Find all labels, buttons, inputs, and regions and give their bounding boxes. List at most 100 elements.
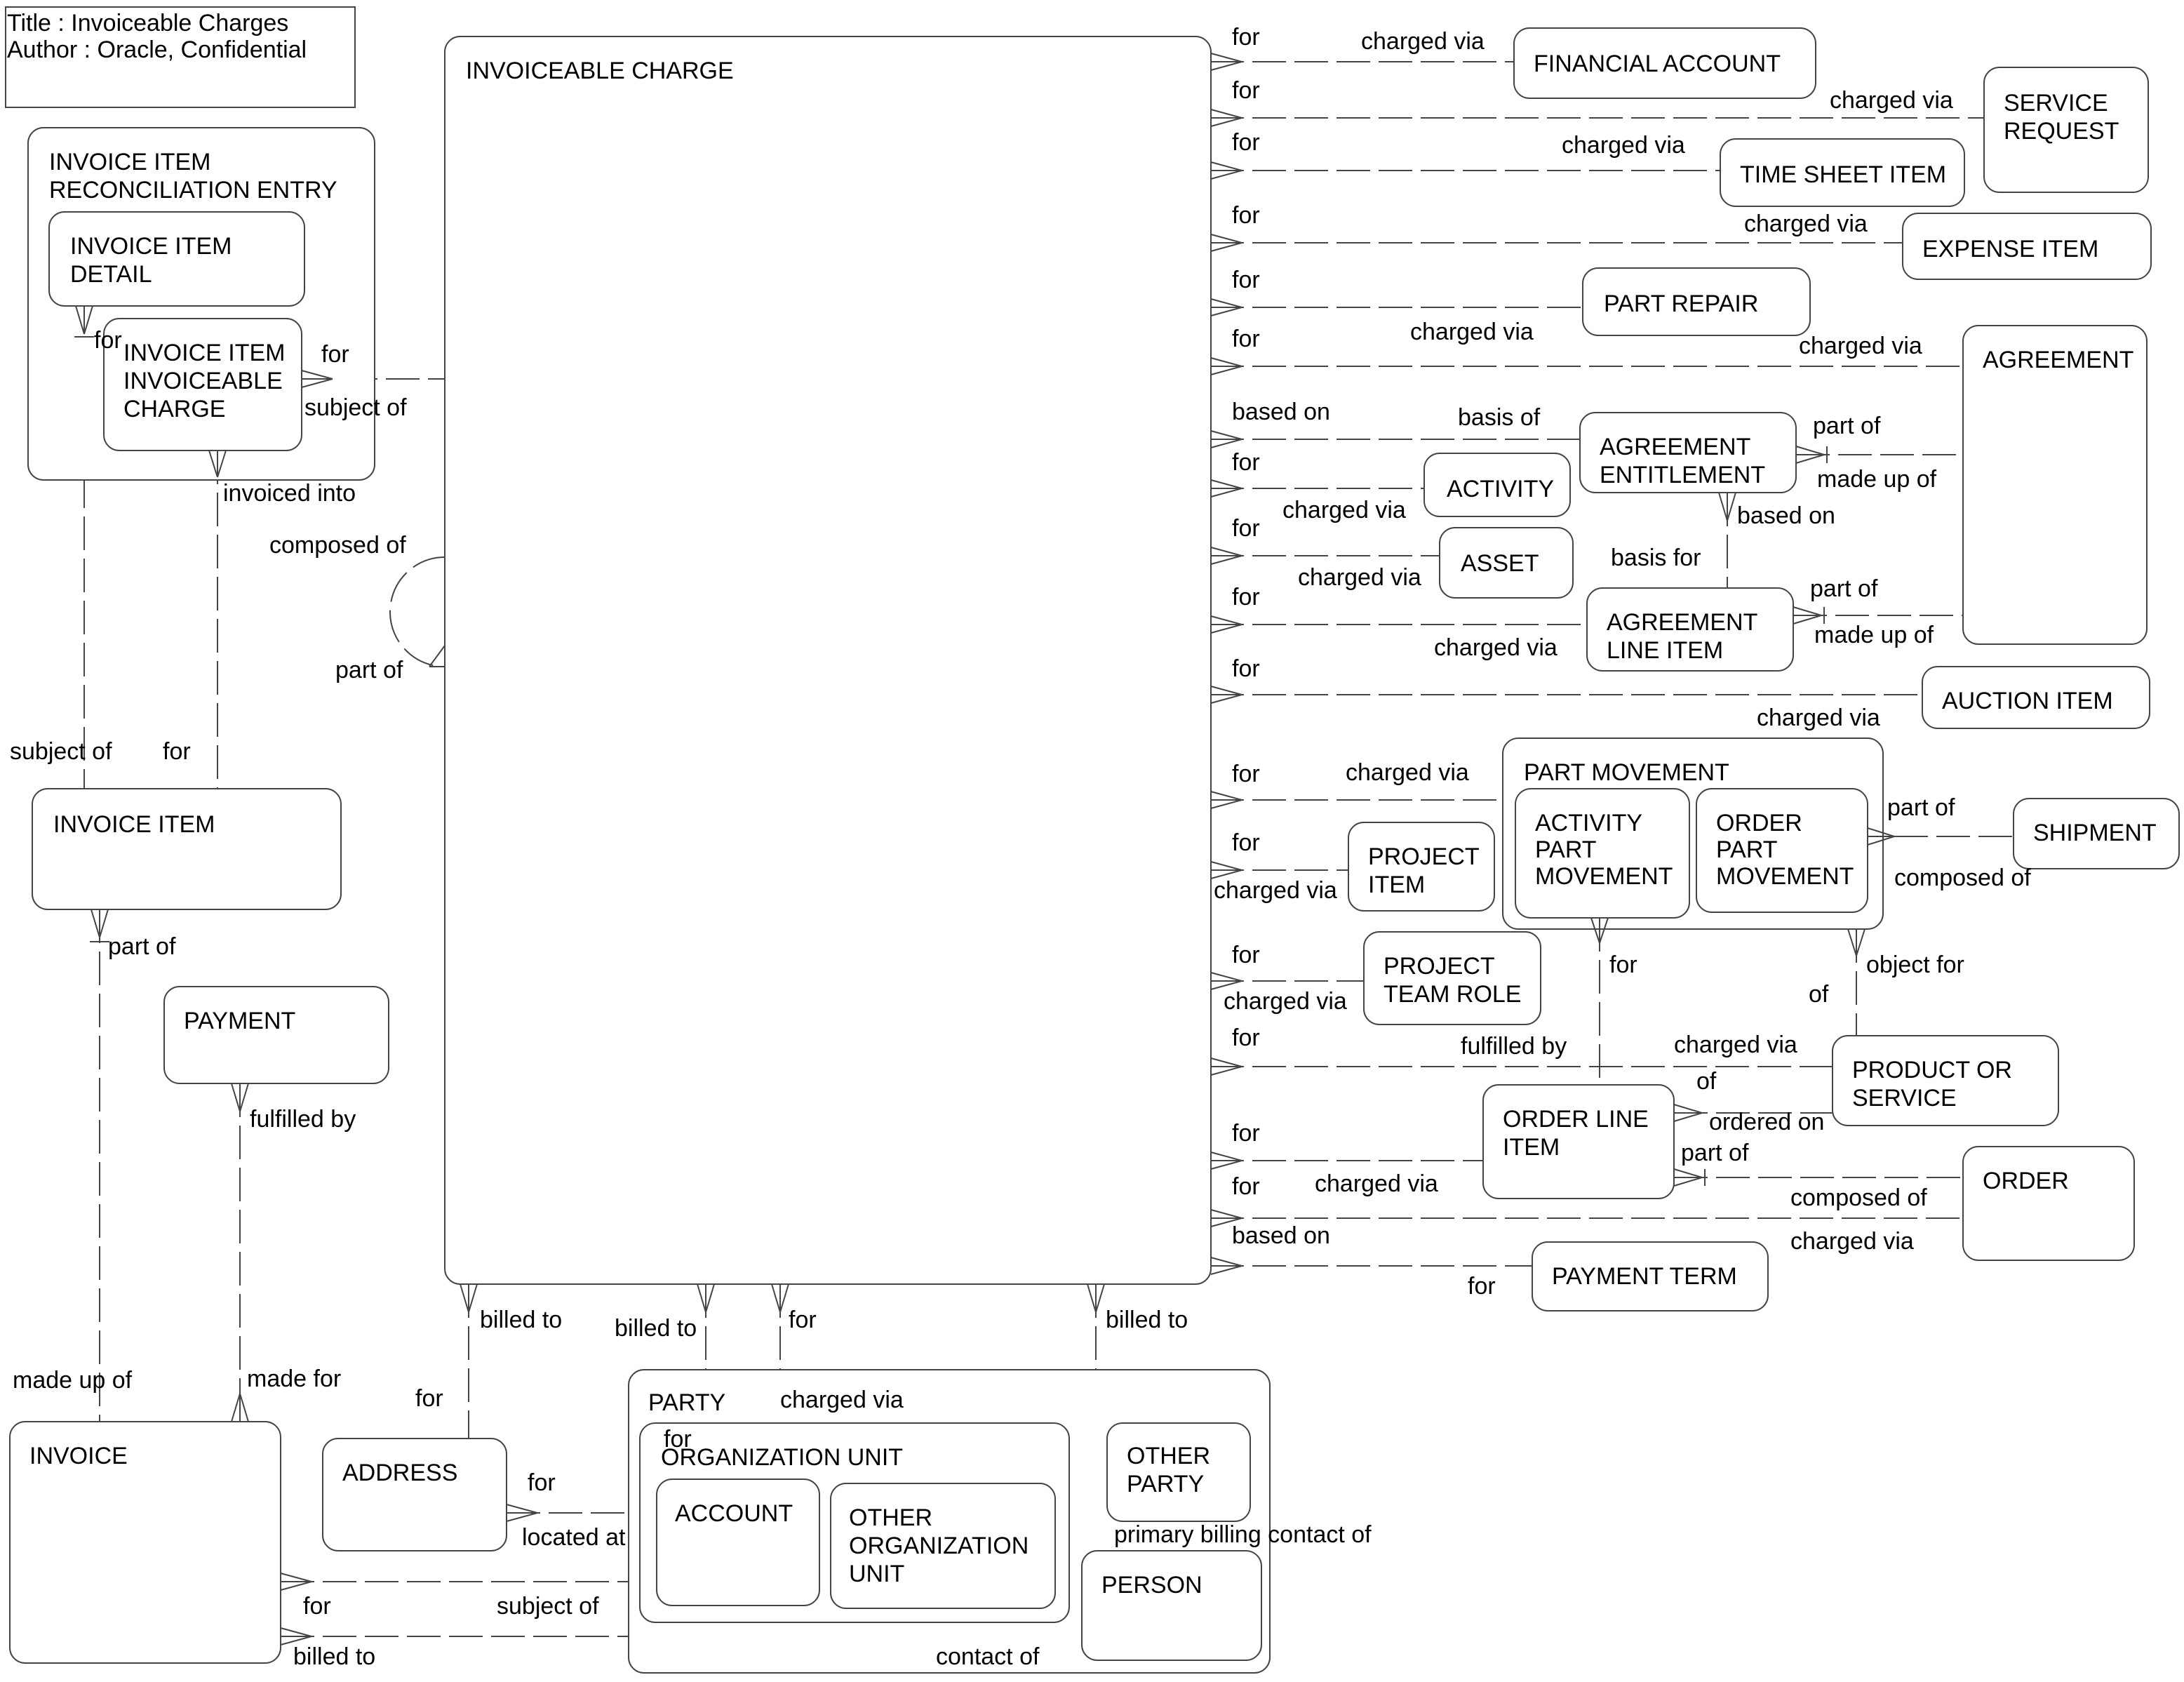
rel-label: charged via [1674,1032,1797,1058]
entity-label: PAYMENT [184,1008,295,1034]
entity-label: RECONCILIATION ENTRY [49,177,337,203]
rel-label: composed of [1894,865,2031,891]
entity-asset[interactable] [1439,527,1574,599]
entity-auction-item[interactable] [1922,666,2150,729]
rel-label: charged via [1830,87,1953,114]
rel-label: for [1232,129,1260,156]
rel-label: part of [1813,413,1881,439]
rel-label: charged via [1282,497,1406,523]
rel-label: for [1609,952,1637,978]
rel-label: for [1232,267,1260,293]
entity-expense-item[interactable] [1902,213,2152,280]
entity-payment-term[interactable] [1532,1241,1769,1311]
rel-label: ordered on [1709,1109,1824,1135]
rel-label: subject of [304,394,407,421]
rel-label: for [1232,1024,1260,1051]
rel-label: part of [108,933,176,960]
entity-time-sheet-item[interactable] [1720,138,1965,207]
rel-label: for [415,1385,443,1412]
entity-invoice-item[interactable] [32,788,342,910]
entity-invoiceable-charge[interactable] [444,36,1212,1285]
rel-label: billed to [293,1643,375,1670]
entity-label: AGREEMENT [1600,434,1750,460]
rel-label: for [1232,515,1260,542]
entity-invoice-item-invoiceable-charge[interactable] [103,318,302,451]
rel-label: for [1232,655,1260,682]
rel-label: fulfilled by [250,1106,356,1133]
entity-part-repair[interactable] [1582,267,1811,336]
entity-label: DETAIL [70,261,152,288]
entity-label: OTHER [1127,1443,1210,1469]
rel-label: subject of [497,1593,599,1620]
entity-activity[interactable] [1423,453,1571,517]
rel-label: made up of [13,1367,133,1394]
entity-label: PART [1716,836,1778,863]
rel-label: basis of [1458,404,1541,431]
entity-label: PART MOVEMENT [1524,759,1729,786]
entity-label: MOVEMENT [1716,863,1854,890]
rel-label: for [1232,24,1260,51]
entity-address[interactable] [322,1438,507,1551]
rel-label: charged via [1346,759,1469,786]
entity-label: EXPENSE ITEM [1922,236,2098,262]
entity-label: PARTY [648,1389,725,1416]
rel-label: invoiced into [223,480,356,507]
entity-label: PART [1535,836,1597,863]
entity-invoice-item-detail[interactable] [48,211,305,307]
rel-label: for [163,738,191,765]
rel-label: billed to [1106,1307,1188,1333]
entity-financial-account[interactable] [1513,27,1816,99]
rel-label: for [1468,1273,1496,1300]
entity-activity-part-movement[interactable] [1515,788,1690,919]
entity-label: ACTIVITY [1447,476,1554,502]
entity-label: PAYMENT TERM [1552,1263,1737,1290]
entity-label: REQUEST [2004,118,2119,145]
entity-agreement-line-item[interactable] [1586,587,1794,672]
entity-label: LINE ITEM [1607,637,1723,664]
rel-label: based on [1232,1222,1330,1249]
rel-label: of [1696,1068,1717,1095]
entity-label: AGREEMENT [1607,609,1757,636]
entity-label: ORGANIZATION [849,1533,1029,1559]
entity-label: ASSET [1461,550,1539,577]
rel-label: charged via [1790,1228,1914,1255]
entity-label: ORDER [1716,810,1802,836]
entity-service-request[interactable] [1983,67,2149,193]
entity-label: UNIT [849,1561,904,1587]
entity-label: ENTITLEMENT [1600,462,1765,488]
entity-label: PARTY [1127,1471,1204,1497]
rel-label: for [1232,202,1260,229]
rel-label: for [664,1426,692,1453]
entity-label: ACCOUNT [675,1500,793,1527]
rel-label: of [1809,981,1829,1008]
entity-order[interactable] [1962,1146,2135,1261]
entity-label: SHIPMENT [2033,820,2157,846]
rel-label: for [94,327,122,354]
entity-agreement[interactable] [1962,325,2148,645]
entity-label: PERSON [1101,1572,1202,1598]
rel-label: for [1232,449,1260,476]
entity-invoice[interactable] [9,1421,281,1664]
entity-order-line-item[interactable] [1482,1084,1675,1199]
rel-label: part of [1681,1140,1749,1166]
entity-account[interactable] [656,1479,820,1606]
entity-other-party[interactable] [1106,1422,1251,1522]
entity-person[interactable] [1081,1550,1262,1661]
rel-label: charged via [1214,877,1337,904]
rel-label: charged via [780,1387,904,1413]
rel-label: made up of [1814,622,1934,648]
rel-label: made up of [1817,466,1937,493]
entity-payment[interactable] [163,986,389,1084]
rel-label: charged via [1315,1170,1438,1197]
entity-label: ORDER [1983,1168,2069,1194]
rel-label: for [303,1593,331,1620]
entity-product-or-service[interactable] [1832,1035,2059,1126]
entity-label: SERVICE [1852,1085,1957,1112]
entity-project-item[interactable] [1348,822,1495,912]
entity-project-team-role[interactable] [1363,931,1541,1025]
entity-other-organization-unit[interactable] [830,1483,1056,1609]
rel-label: based on [1737,502,1835,529]
entity-agreement-entitlement[interactable] [1579,412,1797,493]
entity-order-part-movement[interactable] [1696,788,1868,913]
entity-shipment[interactable] [2013,798,2180,869]
